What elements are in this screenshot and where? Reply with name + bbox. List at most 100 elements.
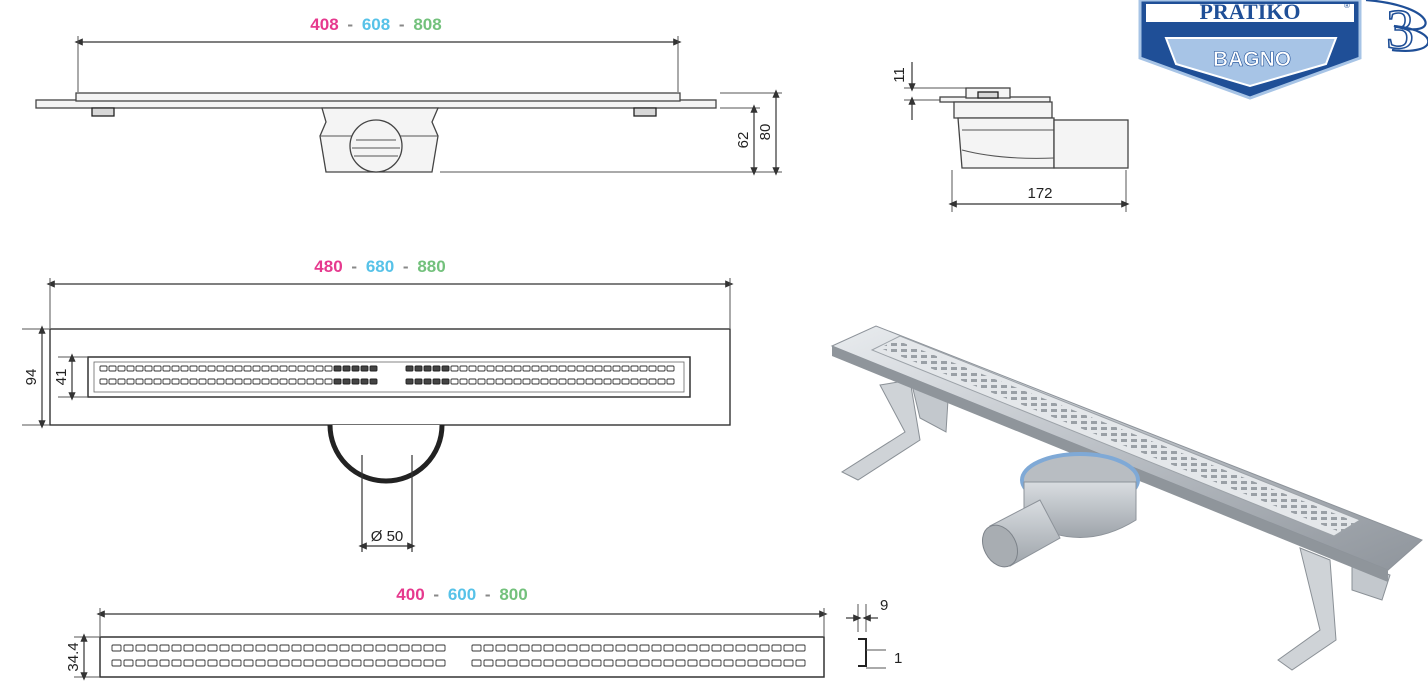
length-808: 808	[413, 15, 441, 34]
perforation-slot	[324, 378, 333, 385]
perforation-slot	[297, 378, 306, 385]
perforation-slot	[615, 644, 626, 652]
perforation-slot	[180, 378, 189, 385]
perforation-slot	[216, 378, 225, 385]
perforation-slot	[795, 644, 806, 652]
perforation-slot	[423, 365, 432, 372]
perforation-slot	[183, 659, 194, 667]
perforation-slot	[327, 644, 338, 652]
perforation-slot	[303, 659, 314, 667]
perforation-slot	[540, 365, 549, 372]
perforation-slot	[519, 659, 530, 667]
perforation-slot	[306, 378, 315, 385]
perforation-slot	[441, 378, 450, 385]
perforation-slot	[387, 659, 398, 667]
perforation-slot	[225, 378, 234, 385]
perforation-slot	[651, 644, 662, 652]
perforation-slot	[666, 365, 675, 372]
perforation-slot	[108, 365, 117, 372]
side-body	[957, 117, 1055, 169]
perforation-slot	[267, 644, 278, 652]
perforation-slot	[621, 365, 630, 372]
perforation-slot	[723, 659, 734, 667]
length-480: 480	[314, 257, 342, 276]
perforation-slot	[225, 365, 234, 372]
perforation-slot	[639, 365, 648, 372]
perforation-slot	[243, 378, 252, 385]
perforation-slot	[579, 644, 590, 652]
perforation-slot	[486, 378, 495, 385]
perforation-slot	[315, 659, 326, 667]
perforation-slot	[153, 378, 162, 385]
outlet-pipe-end	[349, 119, 403, 173]
length-680: 680	[366, 257, 394, 276]
mounting-bracket-right	[1277, 547, 1337, 671]
perforation-slot	[423, 378, 432, 385]
perforation-slot	[423, 644, 434, 652]
length-608: 608	[362, 15, 390, 34]
perforation-slot	[231, 659, 242, 667]
perforation-slot	[243, 644, 254, 652]
perforation-slot	[270, 365, 279, 372]
elevation-view	[35, 36, 782, 176]
perforation-slot	[543, 644, 554, 652]
perforation-slot	[630, 365, 639, 372]
perforation-slot	[387, 644, 398, 652]
perforation-slot	[198, 378, 207, 385]
perforation-slot	[267, 659, 278, 667]
perforation-slot	[495, 644, 506, 652]
separator: -	[403, 257, 409, 276]
perforation-slot	[675, 659, 686, 667]
perforation-slot	[261, 378, 270, 385]
perforation-slot	[687, 644, 698, 652]
perforation-slot	[483, 659, 494, 667]
perforation-slot	[234, 378, 243, 385]
perforation-slot	[594, 365, 603, 372]
perforation-slot	[477, 378, 486, 385]
perforation-slot	[219, 644, 230, 652]
perforation-slot	[123, 659, 134, 667]
perforation-slot	[543, 659, 554, 667]
perforation-slot	[411, 659, 422, 667]
perforation-slot	[216, 365, 225, 372]
perforation-slot	[171, 644, 182, 652]
perforation-slot	[159, 659, 170, 667]
perforation-slot	[405, 378, 414, 385]
perforation-slot	[471, 659, 482, 667]
plan-view	[22, 278, 734, 552]
perforation-slot	[291, 644, 302, 652]
perforation-slot	[612, 378, 621, 385]
perforation-slot	[567, 378, 576, 385]
perforation-slot	[195, 659, 206, 667]
perforation-slot	[219, 659, 230, 667]
length-600: 600	[448, 585, 476, 604]
perforation-slot	[687, 659, 698, 667]
perforation-slot	[126, 365, 135, 372]
perforation-slot	[735, 659, 746, 667]
perforation-slot	[621, 378, 630, 385]
perforation-slot	[99, 378, 108, 385]
grate-outline	[99, 636, 825, 678]
perforation-slot	[657, 365, 666, 372]
perforation-slot	[783, 659, 794, 667]
perforation-slot	[306, 365, 315, 372]
perforation-slot	[162, 378, 171, 385]
height-62-label: 62	[735, 132, 752, 149]
perforation-slot	[435, 659, 446, 667]
perforation-slot	[771, 659, 782, 667]
perforation-slot	[351, 365, 360, 372]
perforation-slot	[327, 659, 338, 667]
perforation-slot	[513, 378, 522, 385]
perforation-slot	[450, 378, 459, 385]
perforation-slot	[579, 659, 590, 667]
perforation-slot	[651, 659, 662, 667]
perforation-slot	[759, 659, 770, 667]
perforation-slot	[342, 365, 351, 372]
perforation-slot	[414, 378, 423, 385]
perforation-slot	[111, 644, 122, 652]
width-94-label: 94	[23, 369, 40, 386]
perforation-slot	[675, 644, 686, 652]
perforation-slot	[711, 659, 722, 667]
perforation-slot	[255, 659, 266, 667]
perforation-slot	[252, 365, 261, 372]
